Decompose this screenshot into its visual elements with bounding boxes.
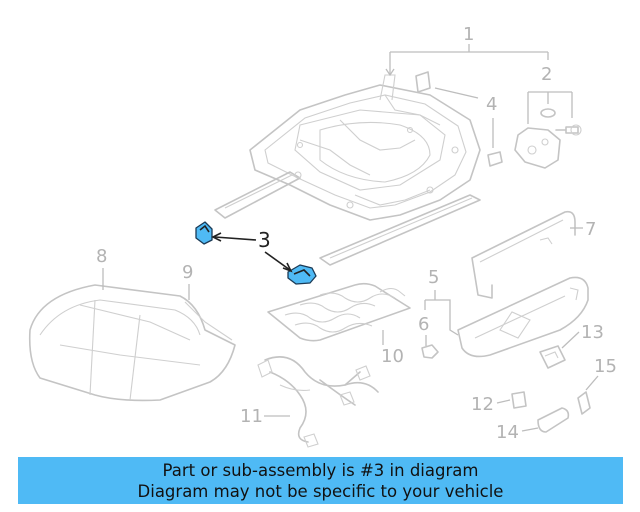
part-3-lower-fill [287,264,317,285]
callout-7: 7 [585,219,596,240]
part-3-clip-lower [287,264,317,285]
part-11-harness [257,356,379,448]
banner-line-1: Part or sub-assembly is #3 in diagram [162,461,479,480]
part-13-switch [539,345,566,369]
callout-1: 1 [463,24,474,45]
part-3-upper-fill [195,221,213,245]
part-5-side-cover [457,276,589,358]
callout-5: 5 [428,267,439,288]
callout-3: 3 [258,228,271,252]
callout-14: 14 [496,422,519,443]
callout-11: 11 [240,406,263,427]
part-3-clip-upper [195,221,213,245]
callout-4: 4 [486,94,497,115]
callout-15: 15 [594,356,617,377]
callout-10: 10 [381,346,404,367]
part-10-spring-mat [267,282,411,342]
banner-line-2: Diagram may not be specific to your vehi… [137,482,504,501]
callout-9: 9 [182,262,193,283]
part-7-wire [471,210,576,299]
callout-8: 8 [96,246,107,267]
callout-6: 6 [418,314,429,335]
parts-diagram: 1 2 4 3 7 [28,24,617,448]
part-4-clip [415,71,503,167]
part-8-cushion [28,284,236,402]
part-12-clip [511,391,527,409]
seat-frame [214,74,481,266]
part-15-knob [577,391,591,415]
callout-2: 2 [541,64,552,85]
part-6-clip [421,344,439,359]
callout-13: 13 [581,322,604,343]
part-2-hardware [514,108,582,169]
info-banner: Part or sub-assembly is #3 in diagram Di… [18,457,623,504]
part-14-knob [537,407,570,433]
callout-12: 12 [471,394,494,415]
